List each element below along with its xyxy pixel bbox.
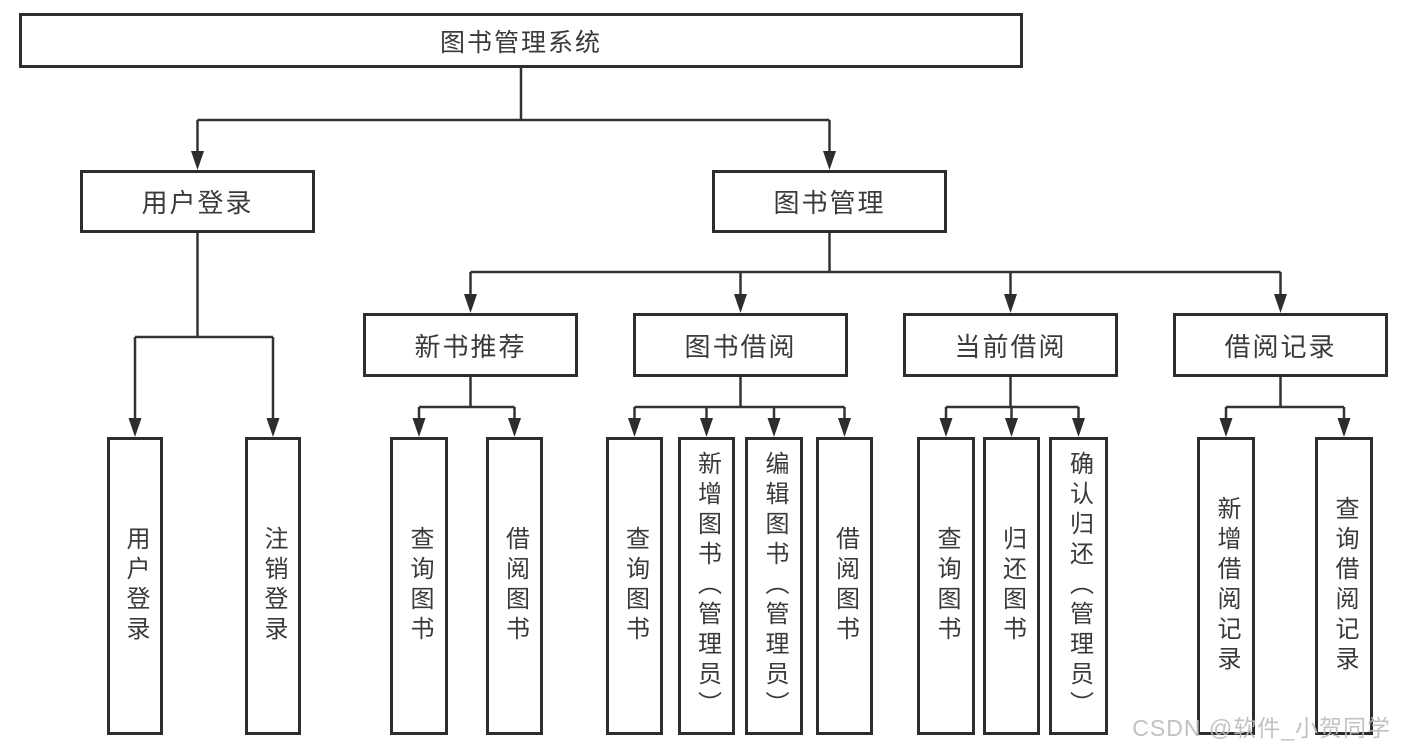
node-leaf-edit-book-admin: 编辑图书（管理员） — [745, 437, 803, 735]
node-leaf-query-book-2: 查询图书 — [606, 437, 663, 735]
node-leaf-add-borrow-record: 新增借阅记录 — [1197, 437, 1255, 735]
arrowhead-icon — [266, 418, 280, 437]
arrowheads — [128, 151, 1351, 437]
node-label: 借阅图书 — [501, 526, 529, 646]
arrowhead-icon — [1274, 294, 1287, 313]
node-label: 归还图书 — [998, 526, 1026, 646]
arrowhead-icon — [838, 418, 851, 437]
node-label: 注销登录 — [260, 526, 287, 646]
arrowhead-icon — [939, 418, 953, 437]
node-new-book-recommend: 新书推荐 — [363, 313, 578, 377]
node-current-borrowing: 当前借阅 — [903, 313, 1118, 377]
node-leaf-user-login: 用户登录 — [107, 437, 163, 735]
node-label: 查询借阅记录 — [1331, 496, 1358, 676]
node-leaf-borrow-book-1: 借阅图书 — [486, 437, 543, 735]
connector-line-path — [133, 68, 1346, 422]
arrowhead-icon — [1005, 418, 1018, 437]
node-library-management-system: 图书管理系统 — [19, 13, 1023, 68]
node-leaf-add-book-admin: 新增图书（管理员） — [678, 437, 735, 735]
arrowhead-icon — [128, 418, 142, 437]
node-leaf-query-borrow-record: 查询借阅记录 — [1315, 437, 1373, 735]
node-label: 查询图书 — [621, 526, 649, 646]
node-label: 编辑图书（管理员） — [761, 451, 788, 721]
node-label: 新增图书（管理员） — [693, 451, 721, 721]
node-leaf-confirm-return-admin: 确认归还（管理员） — [1049, 437, 1108, 735]
node-leaf-query-book-1: 查询图书 — [390, 437, 448, 735]
arrowhead-icon — [734, 294, 747, 313]
node-borrowing-records: 借阅记录 — [1173, 313, 1388, 377]
arrowhead-icon — [1337, 418, 1351, 437]
node-label: 借阅图书 — [831, 526, 859, 646]
arrowhead-icon — [1072, 418, 1085, 437]
arrowhead-icon — [508, 418, 521, 437]
node-label: 用户登录 — [122, 526, 149, 646]
arrowhead-icon — [628, 418, 641, 437]
node-leaf-borrow-book-2: 借阅图书 — [816, 437, 873, 735]
node-leaf-return-book: 归还图书 — [983, 437, 1040, 735]
arrowhead-icon — [412, 418, 426, 437]
node-user-login: 用户登录 — [80, 170, 315, 233]
arrowhead-icon — [464, 294, 477, 313]
arrowhead-icon — [700, 418, 713, 437]
node-book-management: 图书管理 — [712, 170, 947, 233]
arrowhead-icon — [823, 151, 836, 170]
node-label: 确认归还（管理员） — [1065, 451, 1093, 721]
node-leaf-query-book-3: 查询图书 — [917, 437, 975, 735]
node-label: 查询图书 — [406, 526, 433, 646]
node-label: 查询图书 — [933, 526, 960, 646]
arrowhead-icon — [1219, 418, 1233, 437]
node-book-borrowing: 图书借阅 — [633, 313, 848, 377]
arrowhead-icon — [191, 151, 204, 170]
arrowhead-icon — [1004, 294, 1017, 313]
arrowhead-icon — [767, 418, 781, 437]
node-leaf-logout: 注销登录 — [245, 437, 301, 735]
node-label: 新增借阅记录 — [1213, 496, 1240, 676]
